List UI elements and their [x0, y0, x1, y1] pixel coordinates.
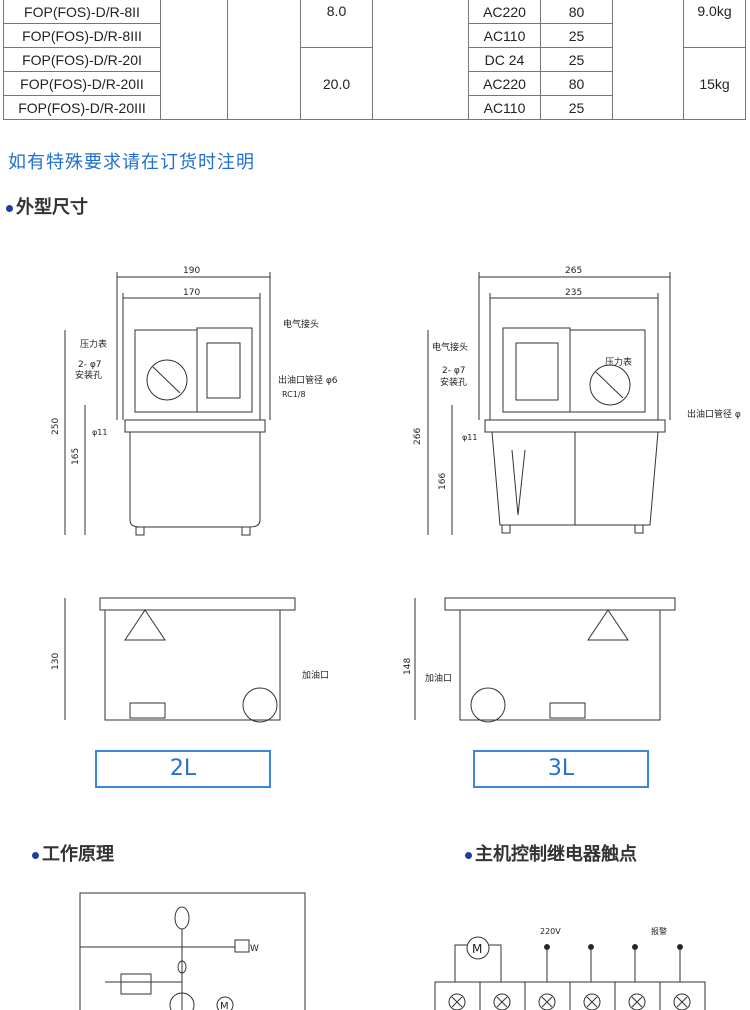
- dim-235: 235: [565, 288, 582, 298]
- label-gauge: 压力表: [605, 356, 632, 368]
- pressure-switch-icon: [234, 939, 250, 953]
- drawing-3l: 265 235 266 166 电气接头 压力表 2- φ7 安装孔 φ11 出…: [403, 266, 741, 723]
- dim-250: 250: [51, 418, 61, 435]
- label-hole: φ11: [462, 433, 477, 442]
- relay-schematic: M 220V 报警: [434, 926, 706, 1010]
- voltage-cell: AC220: [468, 71, 541, 96]
- motor-icon: [466, 936, 490, 960]
- bullet-icon: [32, 851, 39, 859]
- voltage-label: 220V: [540, 927, 561, 936]
- terminal-lamp-icon: [538, 993, 556, 1010]
- table-row: FOP(FOS)-D/R-20III AC110 25: [3, 95, 746, 120]
- power-cell: 25: [540, 95, 613, 120]
- terminal-lamp-icon: [673, 993, 691, 1010]
- capacity-cell: 20.0: [300, 47, 373, 120]
- label-outlet: 出油口管径 φ6: [278, 374, 338, 386]
- label-outlet: 出油口管径 φ: [687, 408, 741, 420]
- svg-text:安装孔: 安装孔: [440, 376, 467, 388]
- alarm-label: 报警: [651, 926, 667, 936]
- section-principle: 工作原理: [32, 840, 114, 866]
- power-cell: 25: [540, 47, 613, 72]
- table-row: FOP(FOS)-D/R-20I 20.0 DC 24 25 15kg: [3, 47, 746, 120]
- bullet-icon: [465, 851, 472, 859]
- gauge-icon: [174, 906, 190, 930]
- label-mount-holes: 2- φ7: [442, 366, 466, 376]
- power-cell: 25: [540, 23, 613, 48]
- dim-165: 165: [71, 448, 81, 465]
- model-cell: FOP(FOS)-D/R-20II: [3, 71, 161, 96]
- caption-2l: 2L: [95, 750, 271, 788]
- power-cell: 80: [540, 71, 613, 96]
- terminal-lamp-icon: [628, 993, 646, 1010]
- table-row: FOP(FOS)-D/R-20II AC220 80: [3, 71, 746, 96]
- label-hole: φ11: [92, 428, 107, 437]
- model-cell: FOP(FOS)-D/R-20III: [3, 95, 161, 120]
- model-cell: FOP(FOS)-D/R-8II: [3, 0, 161, 24]
- voltage-cell: DC 24: [468, 47, 541, 72]
- dim-190: 190: [183, 266, 200, 276]
- motor-label: M: [472, 942, 482, 956]
- label-connector: 电气接头: [283, 318, 319, 330]
- dim-170: 170: [183, 288, 200, 298]
- bullet-icon: [6, 204, 13, 212]
- power-cell: 80: [540, 0, 613, 24]
- model-cell: FOP(FOS)-D/R-8III: [3, 23, 161, 48]
- drawing-2l: 190 170 250 165 压力表 2- φ7 安装孔 φ11 电气接头 出…: [51, 266, 338, 723]
- capacity-cell: 8.0: [300, 0, 373, 48]
- caption-3l: 3L: [473, 750, 649, 788]
- label-fill-port: 加油口: [425, 672, 452, 684]
- dim-265: 265: [565, 266, 582, 276]
- terminal-lamp-icon: [448, 993, 466, 1010]
- terminal-lamp-icon: [493, 993, 511, 1010]
- dim-166: 166: [438, 473, 448, 490]
- spec-table: FOP(FOS)-D/R-8II 8.0 AC220 80 9.0kg FOP(…: [3, 0, 746, 120]
- label-gauge: 压力表: [80, 338, 107, 350]
- pump-motor-label: M: [220, 1001, 229, 1010]
- table-row: FOP(FOS)-D/R-8III AC110 25: [3, 23, 746, 48]
- weight-cell: 15kg: [683, 47, 746, 120]
- section-dimensions: 外型尺寸: [6, 193, 88, 219]
- label-mount-holes: 2- φ7: [78, 360, 102, 370]
- dim-130: 130: [51, 653, 61, 670]
- voltage-cell: AC220: [468, 0, 541, 24]
- svg-text:安装孔: 安装孔: [75, 369, 102, 381]
- label-connector: 电气接头: [432, 341, 468, 353]
- model-cell: FOP(FOS)-D/R-20I: [3, 47, 161, 72]
- label-thread: RC1/8: [282, 390, 306, 399]
- dim-266: 266: [413, 428, 423, 445]
- voltage-cell: AC110: [468, 23, 541, 48]
- switch-label: W: [250, 944, 259, 954]
- weight-cell: 9.0kg: [683, 0, 746, 48]
- terminal-lamp-icon: [583, 993, 601, 1010]
- table-row: FOP(FOS)-D/R-8II 8.0 AC220 80 9.0kg: [3, 0, 746, 120]
- dim-148: 148: [403, 658, 413, 675]
- label-fill-port: 加油口: [302, 669, 329, 681]
- voltage-cell: AC110: [468, 95, 541, 120]
- hydraulic-schematic: W M: [79, 892, 306, 1010]
- order-note: 如有特殊要求请在订货时注明: [8, 152, 255, 173]
- section-relay: 主机控制继电器触点: [465, 840, 637, 866]
